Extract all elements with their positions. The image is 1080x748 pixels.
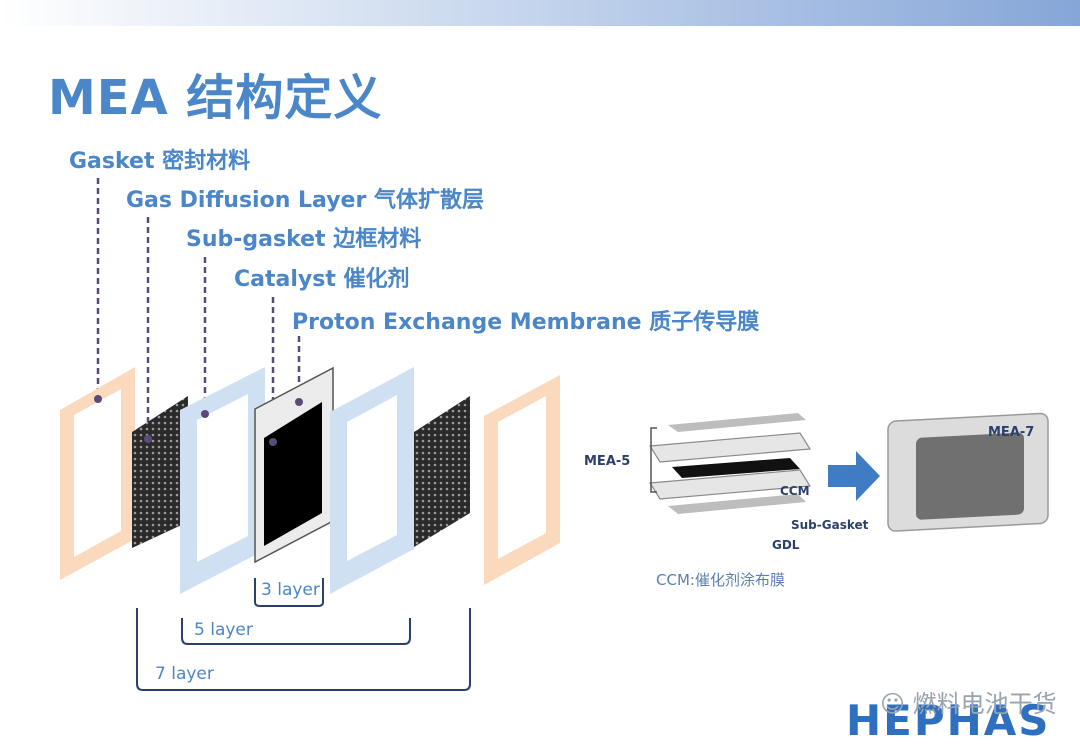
label-7-layer: 7 layer: [155, 664, 214, 684]
sub-gasket-right: [330, 367, 414, 594]
sub-gasket-left: [180, 367, 265, 594]
sketch-ccm: [672, 458, 800, 478]
sketch-gdl-top: [668, 413, 806, 432]
leader-dot-gdl: [144, 435, 152, 443]
gasket-right: [484, 375, 560, 585]
sketch-gdl-bottom: [668, 494, 806, 514]
leader-dot-gasket: [94, 395, 102, 403]
header-gradient-bar: [0, 0, 1080, 26]
label-sub-gasket-sketch: Sub-Gasket: [791, 518, 869, 532]
label-3-layer: 3 layer: [261, 580, 320, 600]
label-mea-7: MEA-7: [988, 425, 1035, 440]
label-gasket: Gasket 密封材料: [69, 149, 251, 174]
slide-title: MEA 结构定义: [48, 70, 383, 126]
label-gdl-sketch: GDL: [772, 538, 800, 552]
hephas-logo: HEPHAS: [846, 696, 1051, 745]
sketch-mea5-brace: [650, 427, 657, 493]
leader-dot-catalyst: [269, 438, 277, 446]
label-proton-exchange-membrane: Proton Exchange Membrane 质子传导膜: [292, 310, 760, 335]
ccm-caption: CCM:催化剂涂布膜: [656, 571, 785, 589]
gdl-left: [132, 396, 188, 548]
mea5-exploded-sketch: [648, 413, 812, 514]
gasket-left: [60, 367, 135, 580]
label-catalyst: Catalyst 催化剂: [234, 267, 410, 292]
wechat-watermark: ☺ 燃料电池干货: [880, 684, 1057, 719]
watermark-text: 燃料电池干货: [912, 690, 1057, 718]
leader-dot-pem: [295, 398, 303, 406]
bracket-5-layer: [181, 618, 411, 645]
label-sub-gasket: Sub-gasket 边框材料: [186, 227, 422, 252]
label-mea-5: MEA-5: [584, 454, 631, 469]
sketch-subgasket-top: [648, 432, 812, 463]
wechat-icon: ☺: [880, 690, 906, 718]
leader-dot-sub-gasket: [201, 410, 209, 418]
label-5-layer: 5 layer: [194, 620, 253, 640]
sketch-subgasket-bottom: [648, 469, 812, 500]
arrow-right-icon: [828, 451, 880, 501]
mea7-sketch: [887, 412, 1049, 532]
label-gas-diffusion-layer: Gas Diffusion Layer 气体扩散层: [126, 188, 484, 213]
bracket-3-layer: [254, 578, 324, 607]
bracket-7-layer: [136, 608, 471, 691]
catalyst-layer: [264, 402, 322, 546]
gdl-right: [414, 396, 470, 547]
label-ccm: CCM: [780, 484, 810, 498]
